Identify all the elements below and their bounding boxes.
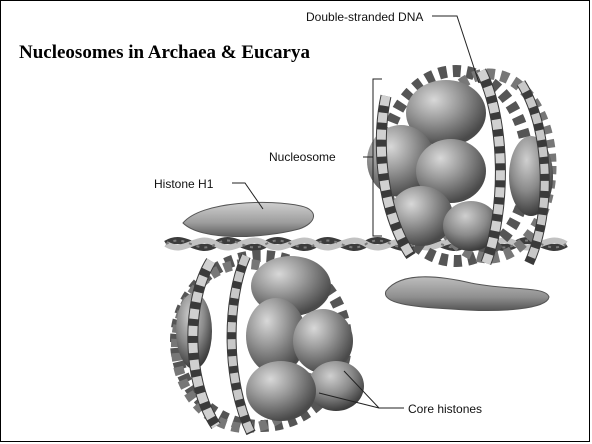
slide-title: Nucleosomes in Archaea & Eucarya xyxy=(19,42,310,64)
histone-blob xyxy=(308,361,364,411)
linker-dna xyxy=(166,241,566,248)
nucleosome-upper xyxy=(367,71,553,263)
histone-blob xyxy=(246,361,316,421)
label-core-histones: Core histones xyxy=(408,402,482,416)
nucleosome-lower xyxy=(176,256,364,433)
label-histone-h1: Histone H1 xyxy=(154,177,213,191)
label-nucleosome: Nucleosome xyxy=(269,150,336,164)
histone-h1-shape-lower xyxy=(385,277,549,311)
histone-h1-shape xyxy=(183,202,314,236)
label-double-stranded-dna: Double-stranded DNA xyxy=(306,10,423,24)
